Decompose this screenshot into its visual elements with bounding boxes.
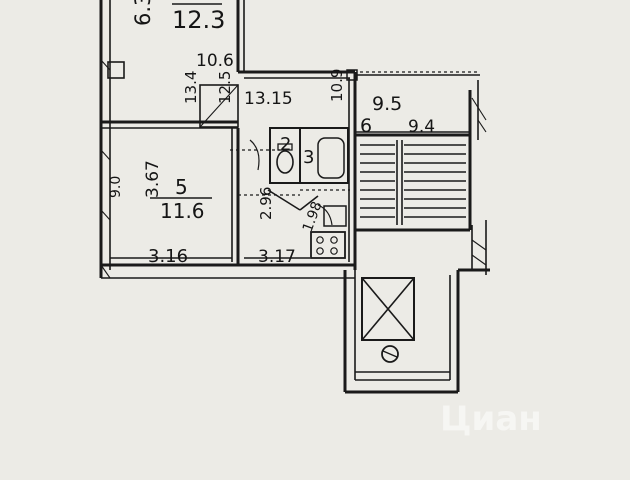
- room-5-walls: [100, 128, 355, 279]
- bath-block: [299, 127, 349, 184]
- room-5-area: 11.6: [160, 199, 205, 223]
- hall-dim-1315: 13.15: [244, 89, 293, 109]
- stove-icon: [310, 231, 346, 259]
- wall-corridor-top: [238, 70, 480, 79]
- room-top-dim: 10.6: [196, 51, 234, 71]
- window-left-top: [107, 61, 125, 79]
- dim-109: 10.9: [328, 69, 346, 102]
- hall-width: 3.17: [258, 247, 296, 267]
- side-dim-125: 12.5: [216, 71, 234, 104]
- hall-diag-296: 2.96: [257, 187, 275, 220]
- left-margin-mark: 9.0: [108, 176, 124, 198]
- stair-steps: [360, 144, 466, 218]
- dim-6: 6: [360, 115, 372, 137]
- bath-number: 3: [303, 147, 314, 168]
- side-dim-134: 13.4: [182, 71, 200, 104]
- dim-94: 9.4: [408, 117, 435, 137]
- sink-icon: [323, 205, 347, 227]
- wc-number: 2: [280, 134, 291, 155]
- room-top-area: 12.3: [172, 6, 225, 34]
- dashed-partitions: [230, 149, 350, 196]
- bathtub-icon: [317, 137, 345, 179]
- room-5-height: 3.67: [143, 160, 163, 198]
- chute-icon: [381, 345, 399, 363]
- room-5-number: 5: [175, 175, 188, 199]
- elevator-shaft: [343, 268, 490, 394]
- wall-mid-horizontal: [100, 120, 238, 129]
- door-swings: [249, 139, 333, 226]
- toilet-icon: [276, 150, 294, 174]
- watermark: Циан: [440, 399, 542, 439]
- elevator-car-icon: [361, 277, 415, 341]
- closet-column: [199, 84, 239, 128]
- right-shaft: [471, 220, 487, 275]
- room-5-width: 3.16: [148, 246, 188, 267]
- dim-95: 9.5: [372, 93, 402, 115]
- room-top-left-dim: 6.3: [131, 0, 155, 26]
- stairwell: [355, 133, 472, 232]
- corridor-right-end: [355, 80, 487, 140]
- exterior-wall-left: [99, 0, 111, 278]
